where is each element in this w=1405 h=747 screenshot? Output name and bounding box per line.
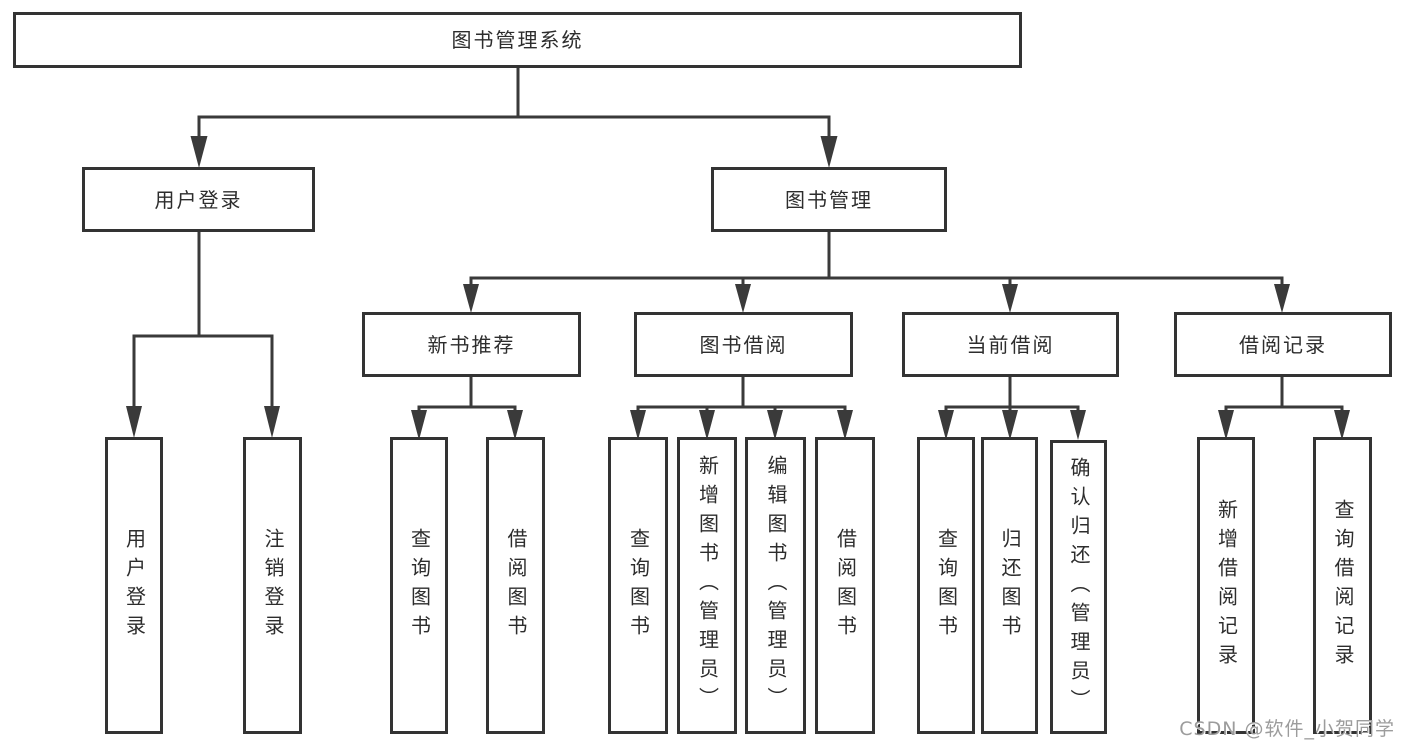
node-label: 查询图书 [407, 527, 432, 644]
node-label: 图书管理 [785, 187, 873, 212]
node-label: 查询图书 [626, 527, 651, 644]
node-label: 查询借阅记录 [1331, 498, 1355, 673]
node-label: 当前借阅 [966, 332, 1055, 357]
node-label: 新书推荐 [427, 332, 516, 357]
node-borrow-records: 借阅记录 [1174, 312, 1392, 377]
connector-book-borrow-children [630, 377, 853, 440]
node-label: 编辑图书（管理员） [764, 455, 788, 716]
leaf-logout: 注销登录 [243, 437, 302, 734]
leaf-user-login: 用户登录 [105, 437, 163, 734]
csdn-watermark: CSDN @软件_小贺同学 [1179, 718, 1395, 740]
connector-new-book-children [411, 377, 523, 440]
node-label: 查询图书 [934, 527, 959, 644]
node-label: 借阅记录 [1239, 332, 1327, 357]
leaf-borrow-books-recommend: 借阅图书 [486, 437, 545, 734]
leaf-query-books-borrow: 查询图书 [608, 437, 668, 734]
node-root: 图书管理系统 [13, 12, 1022, 68]
node-new-book-recommend: 新书推荐 [362, 312, 581, 377]
node-label: 图书管理系统 [451, 28, 584, 52]
leaf-query-borrow-record: 查询借阅记录 [1313, 437, 1372, 734]
connector-borrow-records-children [1218, 377, 1350, 440]
connector-root-to-level2 [190, 68, 838, 168]
node-book-borrow: 图书借阅 [634, 312, 853, 377]
leaf-return-book: 归还图书 [981, 437, 1038, 734]
node-user-login: 用户登录 [82, 167, 315, 232]
connector-book-management-sections [463, 232, 1290, 313]
node-label: 借阅图书 [833, 527, 858, 644]
leaf-add-borrow-record: 新增借阅记录 [1197, 437, 1255, 734]
leaf-add-book-admin: 新增图书（管理员） [677, 437, 737, 734]
node-label: 用户登录 [122, 527, 147, 644]
node-label: 注销登录 [261, 527, 285, 644]
leaf-edit-book-admin: 编辑图书（管理员） [745, 437, 806, 734]
node-label: 新增借阅记录 [1214, 498, 1239, 673]
leaf-confirm-return-admin: 确认归还（管理员） [1050, 440, 1107, 734]
node-label: 图书借阅 [699, 332, 788, 357]
node-label: 用户登录 [154, 187, 243, 212]
node-label: 借阅图书 [504, 527, 528, 644]
connector-current-borrow-children [938, 377, 1086, 440]
connector-user-login-children [126, 232, 280, 438]
node-label: 确认归还（管理员） [1067, 456, 1091, 718]
node-book-management: 图书管理 [711, 167, 947, 232]
leaf-query-books-current: 查询图书 [917, 437, 975, 734]
leaf-borrow-books: 借阅图书 [815, 437, 875, 734]
leaf-query-books-recommend: 查询图书 [390, 437, 448, 734]
node-current-borrow: 当前借阅 [902, 312, 1119, 377]
node-label: 归还图书 [998, 527, 1022, 644]
node-label: 新增图书（管理员） [695, 455, 720, 716]
